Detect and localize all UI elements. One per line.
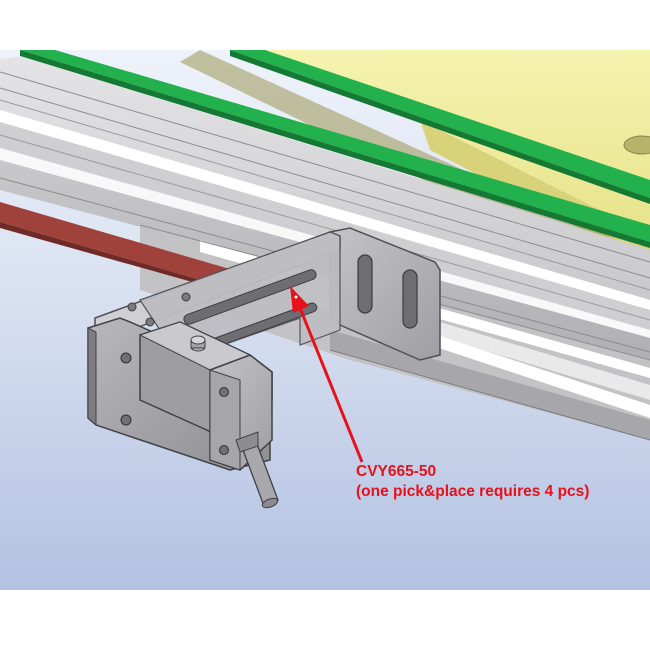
bolt-hole	[120, 352, 132, 364]
bolt-hole	[127, 302, 137, 312]
sensor	[138, 321, 279, 509]
arm-slot	[183, 269, 317, 325]
mounting-hole	[623, 135, 650, 155]
sensor-screw	[219, 387, 229, 397]
mounting-slot	[402, 269, 418, 329]
bolt-hole	[120, 414, 132, 426]
sensor-screw	[219, 445, 229, 455]
green-rail	[20, 50, 650, 248]
mounting-slot	[357, 254, 373, 314]
conveyor-belt	[0, 202, 240, 294]
bolt-hole	[145, 317, 155, 327]
callout-arrow	[290, 286, 364, 463]
cable-connector	[235, 431, 279, 509]
part-callout: CVY665-50 (one pick&place requires 4 pcs…	[356, 462, 646, 502]
part-number-label: CVY665-50	[356, 463, 437, 480]
bolt-hole	[181, 292, 191, 302]
quantity-note: (one pick&place requires 4 pcs)	[356, 483, 590, 500]
